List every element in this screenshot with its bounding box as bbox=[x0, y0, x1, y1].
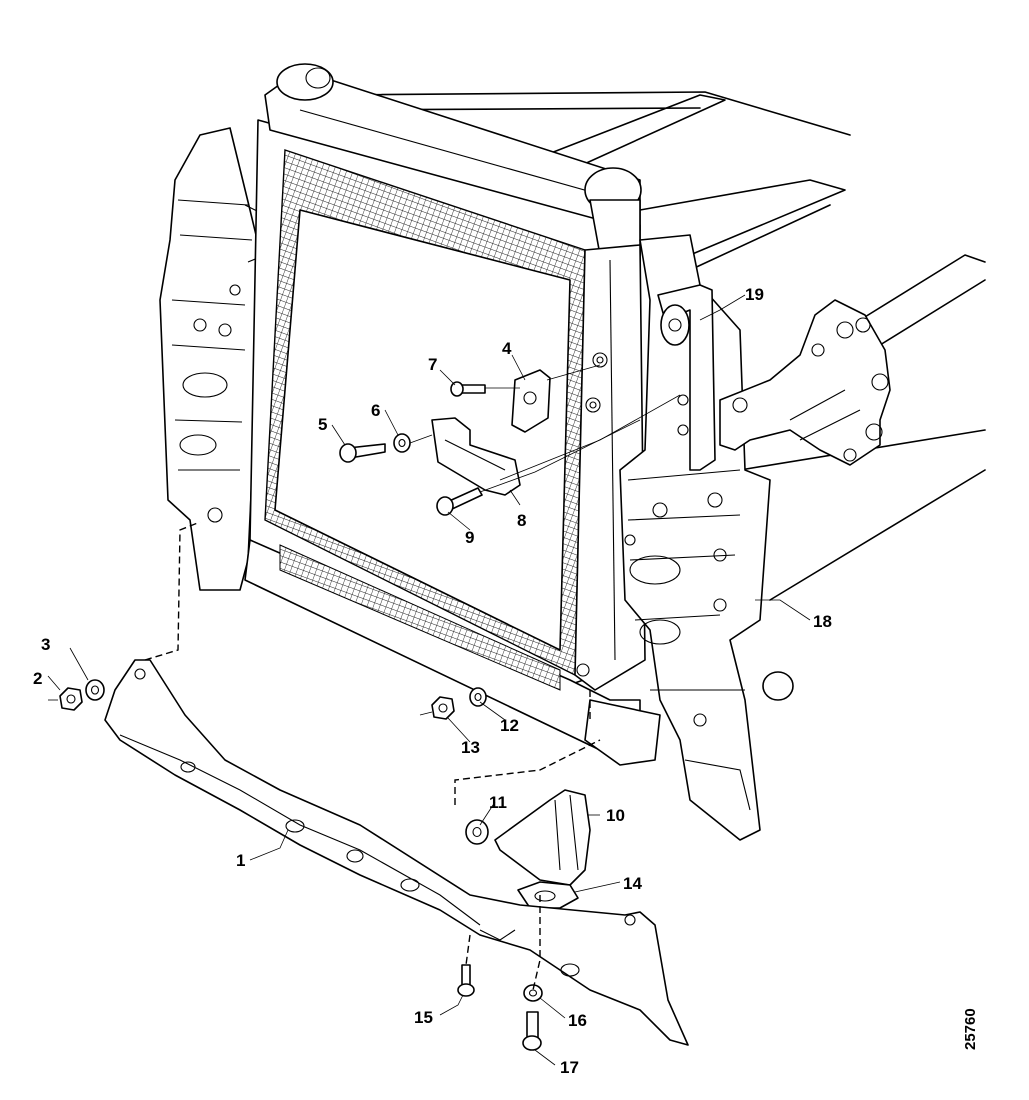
callout-16: 16 bbox=[568, 1011, 587, 1030]
part-4-mount bbox=[511, 369, 551, 433]
callout-7: 7 bbox=[428, 355, 437, 374]
callout-4: 4 bbox=[502, 339, 512, 358]
part-10-bracket bbox=[494, 789, 591, 909]
right-side-member bbox=[619, 234, 794, 841]
callout-13: 13 bbox=[461, 738, 480, 757]
callout-11: 11 bbox=[489, 793, 507, 812]
fasteners bbox=[59, 381, 543, 1051]
callout-9: 9 bbox=[465, 528, 474, 547]
callout-3: 3 bbox=[41, 635, 50, 654]
callout-15: 15 bbox=[414, 1008, 433, 1027]
callout-19: 19 bbox=[745, 285, 764, 304]
part-1-lower-shield bbox=[104, 659, 689, 1046]
callout-18: 18 bbox=[813, 612, 832, 631]
cross-member bbox=[719, 299, 891, 466]
callout-1: 1 bbox=[236, 851, 245, 870]
callout-8: 8 bbox=[517, 511, 526, 530]
callout-10: 10 bbox=[606, 806, 625, 825]
left-side-member bbox=[159, 127, 266, 591]
radiator-assembly bbox=[244, 63, 661, 766]
part-8-bracket bbox=[431, 417, 521, 496]
callout-17: 17 bbox=[560, 1058, 579, 1077]
callout-12: 12 bbox=[500, 716, 519, 735]
callouts: 1 2 3 4 5 6 7 8 9 10 11 12 13 14 15 16 1… bbox=[33, 285, 832, 1077]
reference-number: 25760 bbox=[962, 1008, 979, 1050]
callout-14: 14 bbox=[623, 874, 642, 893]
dashed-lines bbox=[144, 521, 601, 991]
callout-5: 5 bbox=[318, 415, 327, 434]
callout-6: 6 bbox=[371, 401, 380, 420]
callout-2: 2 bbox=[33, 669, 42, 688]
leader-lines bbox=[47, 294, 811, 1066]
